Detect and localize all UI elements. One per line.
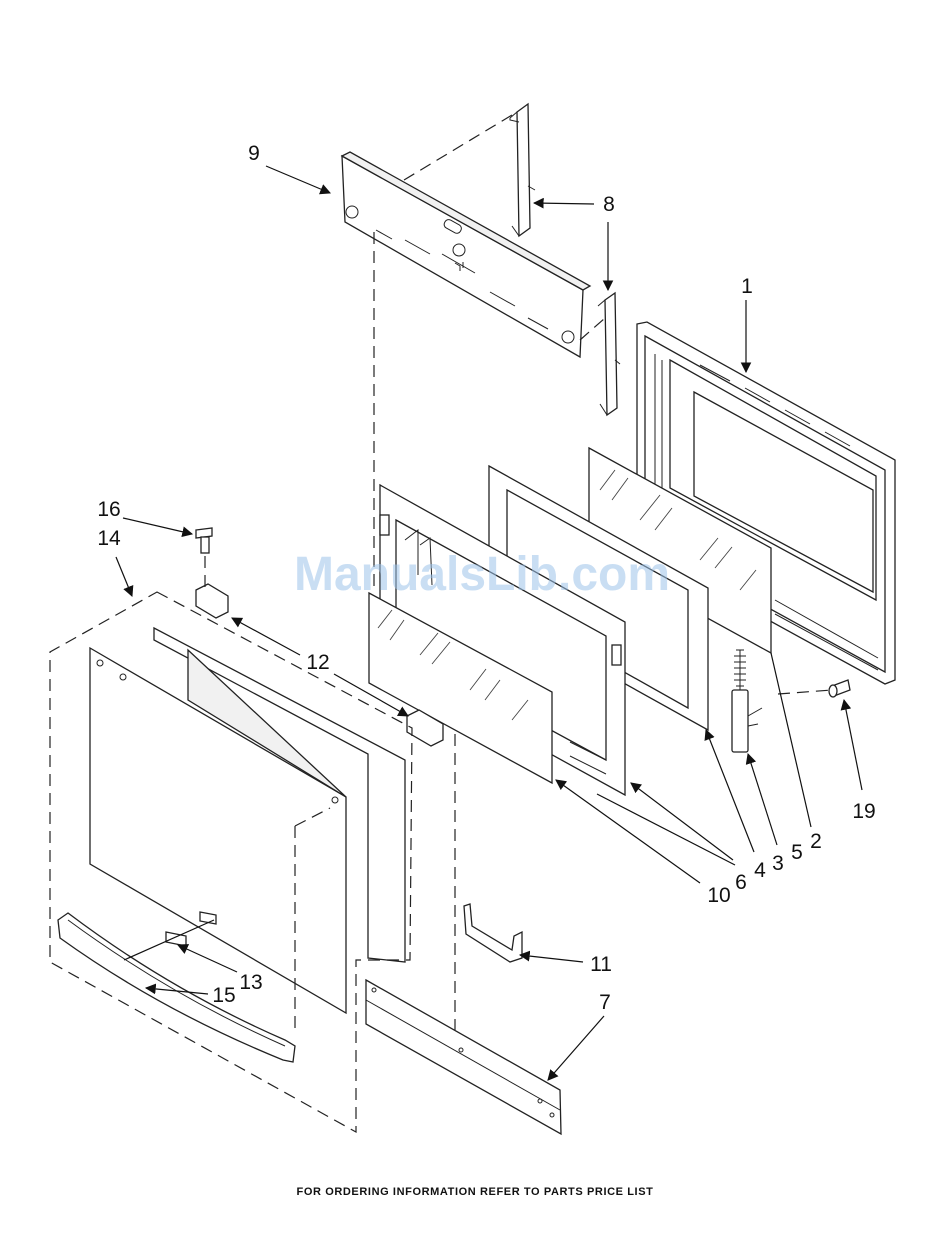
callout-15: 15: [212, 984, 235, 1007]
callout-12: 12: [306, 651, 329, 674]
callout-3: 3: [772, 852, 784, 875]
part-16-screw: [196, 528, 212, 553]
callout-14: 14: [97, 527, 121, 550]
part-9-vent-panel: [342, 152, 590, 357]
callout-7: 7: [599, 991, 611, 1014]
callout-6: 6: [735, 871, 747, 894]
callout-16: 16: [97, 498, 120, 521]
callout-5: 5: [791, 841, 803, 864]
part-3-hinge: [732, 650, 762, 752]
part-14-outer-door-panel: [90, 628, 405, 1013]
callout-10: 10: [707, 884, 730, 907]
callout-13: 13: [239, 971, 262, 994]
callout-4: 4: [754, 859, 766, 882]
callout-19: 19: [852, 800, 875, 823]
callout-8: 8: [603, 193, 615, 216]
callout-9: 9: [248, 142, 260, 165]
callout-11: 11: [590, 953, 612, 976]
part-7-bottom-trim: [366, 980, 561, 1134]
part-19-screw: [829, 680, 850, 697]
callout-1: 1: [741, 275, 753, 298]
callout-2: 2: [810, 830, 822, 853]
footer-note: FOR ORDERING INFORMATION REFER TO PARTS …: [0, 1186, 950, 1198]
watermark: ManualsLib.com: [294, 548, 670, 601]
part-11-bracket: [464, 904, 522, 962]
